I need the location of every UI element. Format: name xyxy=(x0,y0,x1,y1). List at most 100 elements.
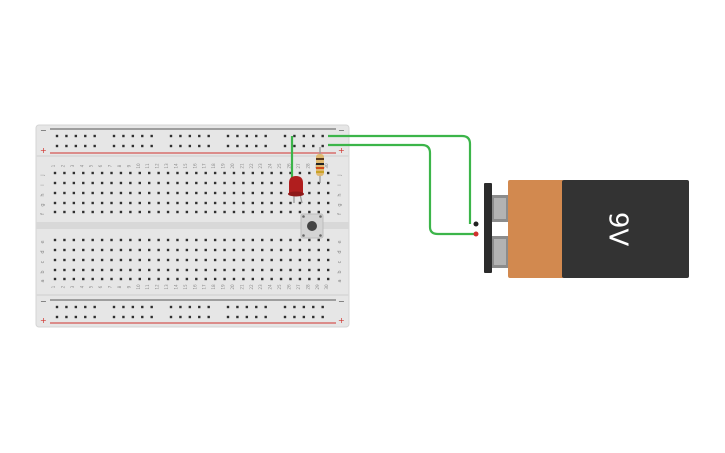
terminal-hole[interactable] xyxy=(166,268,170,272)
rail-hole[interactable] xyxy=(131,144,135,148)
terminal-hole[interactable] xyxy=(157,258,160,262)
terminal-hole[interactable] xyxy=(110,248,113,252)
terminal-hole[interactable] xyxy=(298,171,302,175)
terminal-hole[interactable] xyxy=(157,201,160,205)
rail-hole[interactable] xyxy=(245,315,249,319)
terminal-hole[interactable] xyxy=(129,248,132,252)
terminal-hole[interactable] xyxy=(317,201,320,205)
terminal-hole[interactable] xyxy=(326,191,330,195)
rail-hole[interactable] xyxy=(84,134,87,138)
terminal-hole[interactable] xyxy=(232,171,236,175)
terminal-hole[interactable] xyxy=(270,268,273,272)
terminal-hole[interactable] xyxy=(242,181,245,185)
terminal-hole[interactable] xyxy=(289,201,292,205)
terminal-hole[interactable] xyxy=(232,277,236,281)
terminal-hole[interactable] xyxy=(232,238,236,242)
terminal-hole[interactable] xyxy=(110,268,113,272)
rail-hole[interactable] xyxy=(150,315,153,319)
terminal-hole[interactable] xyxy=(289,171,292,175)
terminal-hole[interactable] xyxy=(251,191,255,195)
terminal-hole[interactable] xyxy=(100,181,104,185)
rail-hole[interactable] xyxy=(150,134,153,138)
rail-hole[interactable] xyxy=(283,305,287,309)
terminal-hole[interactable] xyxy=(251,248,255,252)
terminal-hole[interactable] xyxy=(195,248,198,252)
pushbutton-cap[interactable] xyxy=(307,221,317,231)
terminal-hole[interactable] xyxy=(138,171,141,175)
terminal-hole[interactable] xyxy=(63,210,66,214)
terminal-hole[interactable] xyxy=(82,201,85,205)
terminal-hole[interactable] xyxy=(204,238,207,242)
rail-hole[interactable] xyxy=(188,134,192,138)
rail-hole[interactable] xyxy=(112,144,116,148)
terminal-hole[interactable] xyxy=(279,181,283,185)
rail-hole[interactable] xyxy=(122,144,125,148)
terminal-hole[interactable] xyxy=(82,277,85,281)
rail-hole[interactable] xyxy=(312,305,315,309)
terminal-hole[interactable] xyxy=(72,277,76,281)
terminal-hole[interactable] xyxy=(129,238,132,242)
rail-hole[interactable] xyxy=(255,315,258,319)
terminal-hole[interactable] xyxy=(308,171,311,175)
terminal-hole[interactable] xyxy=(242,268,245,272)
terminal-hole[interactable] xyxy=(298,277,302,281)
terminal-hole[interactable] xyxy=(148,201,151,205)
terminal-hole[interactable] xyxy=(119,268,123,272)
terminal-hole[interactable] xyxy=(53,238,57,242)
terminal-hole[interactable] xyxy=(308,238,311,242)
terminal-hole[interactable] xyxy=(148,238,151,242)
terminal-hole[interactable] xyxy=(204,181,207,185)
wire-negative[interactable] xyxy=(328,134,472,224)
terminal-hole[interactable] xyxy=(213,191,217,195)
terminal-hole[interactable] xyxy=(166,181,170,185)
terminal-hole[interactable] xyxy=(242,210,245,214)
rail-hole[interactable] xyxy=(65,315,68,319)
rail-hole[interactable] xyxy=(245,305,249,309)
rail-hole[interactable] xyxy=(236,305,239,309)
terminal-hole[interactable] xyxy=(110,277,113,281)
rail-hole[interactable] xyxy=(122,315,125,319)
rail-hole[interactable] xyxy=(293,144,296,148)
terminal-hole[interactable] xyxy=(63,248,66,252)
terminal-hole[interactable] xyxy=(148,258,151,262)
terminal-hole[interactable] xyxy=(82,238,85,242)
terminal-hole[interactable] xyxy=(270,210,273,214)
terminal-hole[interactable] xyxy=(119,258,123,262)
terminal-hole[interactable] xyxy=(242,258,245,262)
terminal-hole[interactable] xyxy=(157,277,160,281)
rail-hole[interactable] xyxy=(264,144,267,148)
terminal-hole[interactable] xyxy=(176,277,179,281)
terminal-hole[interactable] xyxy=(110,201,113,205)
rail-hole[interactable] xyxy=(293,315,296,319)
rail-hole[interactable] xyxy=(283,144,287,148)
terminal-hole[interactable] xyxy=(185,201,189,205)
terminal-hole[interactable] xyxy=(72,181,76,185)
terminal-hole[interactable] xyxy=(53,201,57,205)
rail-hole[interactable] xyxy=(198,305,201,309)
rail-hole[interactable] xyxy=(293,305,296,309)
terminal-hole[interactable] xyxy=(213,248,217,252)
terminal-hole[interactable] xyxy=(326,268,330,272)
rail-hole[interactable] xyxy=(188,315,192,319)
terminal-hole[interactable] xyxy=(242,171,245,175)
terminal-hole[interactable] xyxy=(326,171,330,175)
rail-hole[interactable] xyxy=(198,134,201,138)
rail-hole[interactable] xyxy=(302,305,306,309)
rail-hole[interactable] xyxy=(255,134,258,138)
terminal-hole[interactable] xyxy=(261,238,264,242)
terminal-hole[interactable] xyxy=(308,248,311,252)
terminal-hole[interactable] xyxy=(176,201,179,205)
terminal-hole[interactable] xyxy=(185,258,189,262)
terminal-hole[interactable] xyxy=(148,191,151,195)
terminal-hole[interactable] xyxy=(72,210,76,214)
terminal-hole[interactable] xyxy=(195,181,198,185)
rail-hole[interactable] xyxy=(93,315,96,319)
terminal-hole[interactable] xyxy=(110,238,113,242)
terminal-hole[interactable] xyxy=(63,191,66,195)
terminal-hole[interactable] xyxy=(279,191,283,195)
terminal-hole[interactable] xyxy=(63,277,66,281)
terminal-hole[interactable] xyxy=(195,191,198,195)
terminal-hole[interactable] xyxy=(157,171,160,175)
rail-hole[interactable] xyxy=(321,315,324,319)
terminal-hole[interactable] xyxy=(195,171,198,175)
